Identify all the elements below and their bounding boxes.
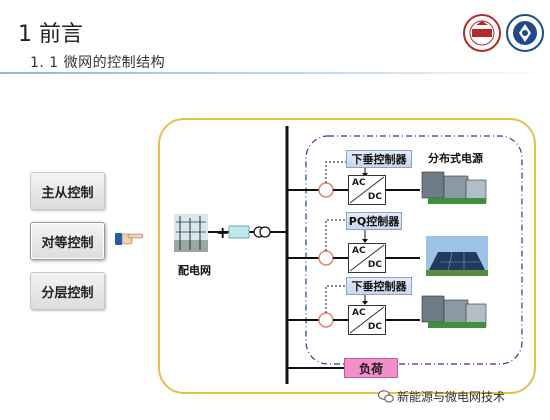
pq-controller: PQ控制器 [346,212,402,230]
university-logo-blue [506,14,544,52]
method-peer-to-peer[interactable]: 对等控制 [30,222,105,260]
converter-dc-label: DC [367,322,382,332]
droop-controller-2: 下垂控制器 [346,277,412,295]
ac-dc-converter-1: AC DC [348,175,386,205]
title-divider [0,72,550,74]
branch-1 [287,161,420,198]
converter-ac-label: AC [352,178,366,188]
svg-text:+: + [216,223,229,242]
converter-ac-label: AC [352,308,366,318]
pointing-hand-icon [115,233,144,245]
slide-subtitle: 1. 1 微网的控制结构 [30,55,166,71]
ac-dc-converter-3: AC DC [348,305,386,335]
breaker-3 [318,312,334,328]
grid-label: 配电网 [178,264,211,277]
watermark: 新能源与微电网技术 [378,388,505,405]
branch-2 [287,219,420,266]
converter-dc-label: DC [367,260,382,270]
method-master-slave[interactable]: 主从控制 [30,172,105,210]
branch-3 [287,285,420,328]
solar-panel-image [426,236,488,276]
storage-image-1 [421,171,487,204]
microgrid-frame [158,118,536,394]
grid-switch [228,225,250,239]
method-hierarchical[interactable]: 分层控制 [30,272,105,310]
ac-dc-converter-2: AC DC [348,243,386,273]
control-boundary [305,135,523,365]
storage-image-2 [421,295,487,328]
distributed-generation-label: 分布式电源 [428,152,483,165]
converter-ac-label: AC [352,246,366,256]
droop-controller-1: 下垂控制器 [346,150,412,168]
slide-title: 1 前言 [18,22,83,47]
substation-image [174,214,208,252]
converter-dc-label: DC [367,192,382,202]
wechat-icon [378,390,394,403]
transformer-right [259,226,271,238]
breaker-1 [318,182,334,198]
watermark-text: 新能源与微电网技术 [397,390,506,404]
load-box: 负荷 [344,358,398,378]
control-method-list: 主从控制 对等控制 分层控制 [30,172,105,322]
university-logo-red [463,14,501,52]
breaker-2 [318,250,334,266]
